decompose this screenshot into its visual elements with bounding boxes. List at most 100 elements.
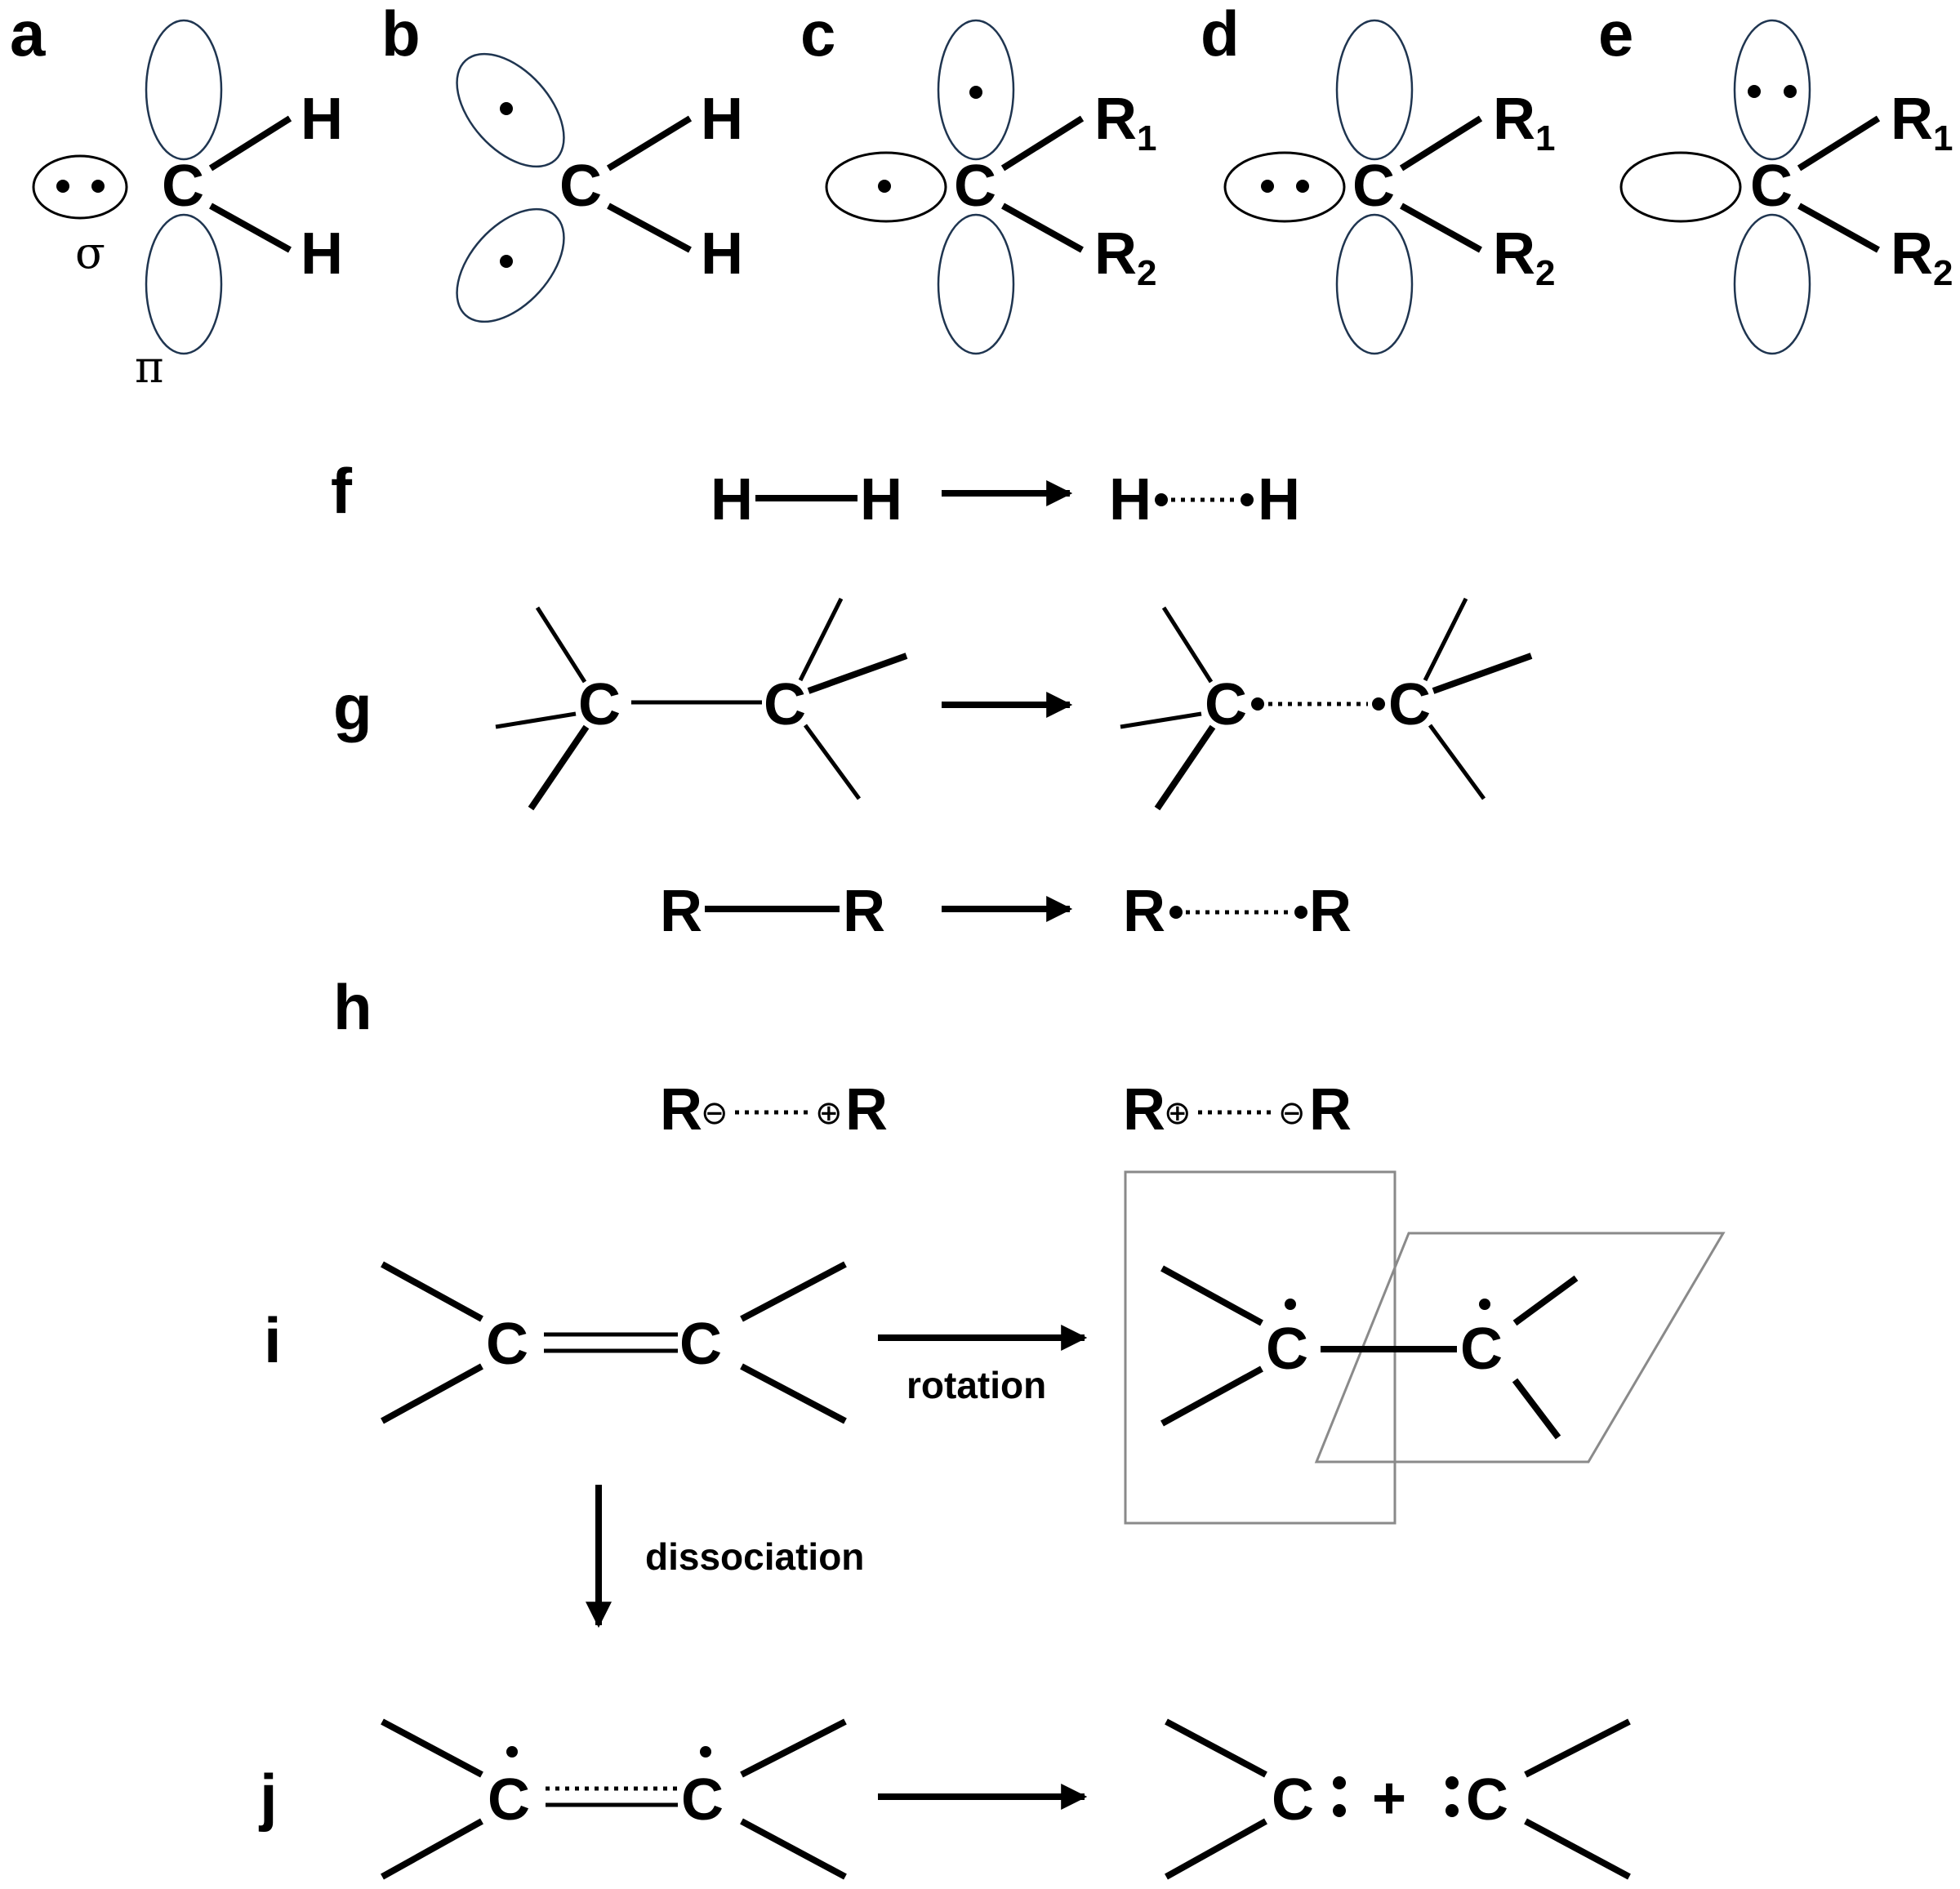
carbon-atom: C: [681, 1767, 724, 1833]
c-substituent-bond: [807, 653, 908, 694]
r-group: R: [845, 1077, 888, 1143]
c-substituent-bond: [528, 724, 590, 811]
panel-label-g: g: [333, 671, 372, 743]
carbon-atom: C: [1460, 1317, 1503, 1382]
panel-j: j C C C + C: [258, 1718, 1631, 1880]
c-substituent-bond: [1524, 1818, 1631, 1880]
radical-electron: [1241, 493, 1254, 506]
c-substituent-bond: [1512, 1378, 1561, 1440]
r2-substituent: R2: [1891, 221, 1953, 293]
r2-substituent: R2: [1094, 221, 1156, 293]
r-group: R: [660, 1077, 702, 1143]
hydrogen-atom: H: [301, 87, 343, 152]
c-substituent-bond: [1165, 1718, 1267, 1778]
panel-label-a: a: [10, 0, 46, 69]
c-substituent-bond: [495, 711, 577, 729]
dissociation-label: dissociation: [645, 1535, 864, 1578]
sigma-orbital-lobe: [825, 151, 947, 223]
c-substituent-bond: [381, 1718, 483, 1778]
panel-a: a C H H σ π: [10, 0, 343, 393]
panel-label-c: c: [800, 0, 835, 69]
pi-orbital-upper-lobe: [1335, 19, 1414, 161]
c-r-bond: [1400, 203, 1482, 253]
panel-label-f: f: [331, 455, 353, 527]
c-h-bond: [209, 203, 292, 253]
carbon-atom: C: [559, 154, 602, 219]
radical-electron: [1155, 493, 1168, 506]
lone-pair-electron: [1333, 1776, 1346, 1789]
c-substituent-bond: [1160, 1265, 1263, 1326]
r1-substituent: R1: [1891, 87, 1953, 158]
c-h-bond: [208, 115, 292, 172]
c-substituent-bond: [798, 597, 844, 682]
c-substituent-bond: [381, 1363, 483, 1424]
panel-label-d: d: [1200, 0, 1240, 69]
c-substituent-bond: [1161, 606, 1214, 684]
lone-pair-electron: [1296, 180, 1309, 193]
c-substituent-bond: [1120, 711, 1202, 729]
positive-charge-icon: ⊕: [1164, 1094, 1192, 1132]
c-r-bond: [1001, 203, 1084, 253]
panel-c: c C R1 R2: [800, 0, 1156, 355]
panel-i: i C C rotation C C: [264, 1170, 1726, 1525]
r-group: R: [1309, 879, 1352, 944]
lone-pair-electron: [1748, 85, 1761, 98]
pi-orbital-lower-lobe: [145, 213, 223, 355]
pi-orbital-upper-lobe: [937, 19, 1015, 161]
radical-electron: [1169, 906, 1183, 919]
hydrogen-atom: H: [701, 221, 743, 287]
c-r-bond: [1797, 115, 1881, 172]
hydrogen-atom: H: [301, 221, 343, 287]
panel-label-i: i: [264, 1304, 282, 1376]
c-substituent-bond: [381, 1818, 483, 1880]
c-substituent-bond: [1428, 724, 1486, 800]
r1-substituent: R1: [1094, 87, 1156, 158]
pi-orbital-lower-lobe: [937, 213, 1015, 355]
carbon-atom: C: [1750, 154, 1793, 219]
c-h-bond: [606, 115, 693, 172]
c-substituent-bond: [1524, 1718, 1631, 1778]
r1-substituent: R1: [1493, 87, 1555, 158]
carbon-atom: C: [488, 1767, 530, 1833]
unpaired-electron: [969, 86, 982, 99]
panel-label-h: h: [333, 971, 372, 1043]
panel-h: h R ⊖ ⊕ R R ⊕ ⊖ R: [333, 971, 1352, 1143]
unpaired-electron: [500, 102, 513, 115]
c-h-bond: [607, 203, 692, 253]
radical-electron: [1251, 697, 1264, 711]
hydrogen-atom: H: [701, 87, 743, 152]
lone-pair-electron: [1446, 1804, 1459, 1817]
c-substituent-bond: [740, 1718, 847, 1778]
pi-orbital-upper-lobe: [145, 19, 223, 161]
carbon-atom: C: [954, 154, 996, 219]
sp2-orbital-upper-lobe: [456, 52, 565, 168]
pi-orbital-lower-lobe: [1733, 213, 1811, 355]
carbon-atom: C: [162, 154, 204, 219]
r-group: R: [1123, 1077, 1165, 1143]
sigma-orbital-lobe: [1619, 151, 1742, 223]
c-substituent-bond: [740, 1818, 847, 1880]
carbon-atom: C: [578, 672, 621, 737]
c-substituent-bond: [740, 1363, 847, 1424]
lone-pair-electron: [56, 180, 69, 193]
lone-pair-electron: [1784, 85, 1797, 98]
panel-g: g C C C C R R R R: [333, 597, 1533, 944]
radical-electron: [1285, 1299, 1296, 1310]
panel-label-e: e: [1598, 0, 1633, 69]
lone-pair-electron: [1333, 1804, 1346, 1817]
r-group: R: [1123, 879, 1165, 944]
c-substituent-bond: [1165, 1818, 1267, 1880]
hydrogen-atom: H: [710, 467, 753, 532]
carbon-atom: C: [1352, 154, 1395, 219]
carbon-atom: C: [1205, 672, 1247, 737]
c-r-bond: [1797, 203, 1880, 253]
panel-d: d C R1 R2: [1200, 0, 1555, 355]
hydrogen-atom: H: [860, 467, 902, 532]
radical-electron: [506, 1746, 518, 1758]
carbon-atom: C: [486, 1312, 528, 1377]
radical-electron: [1479, 1299, 1490, 1310]
panel-label-b: b: [381, 0, 421, 69]
radical-electron: [700, 1746, 711, 1758]
pi-orbital-lower-lobe: [1335, 213, 1414, 355]
